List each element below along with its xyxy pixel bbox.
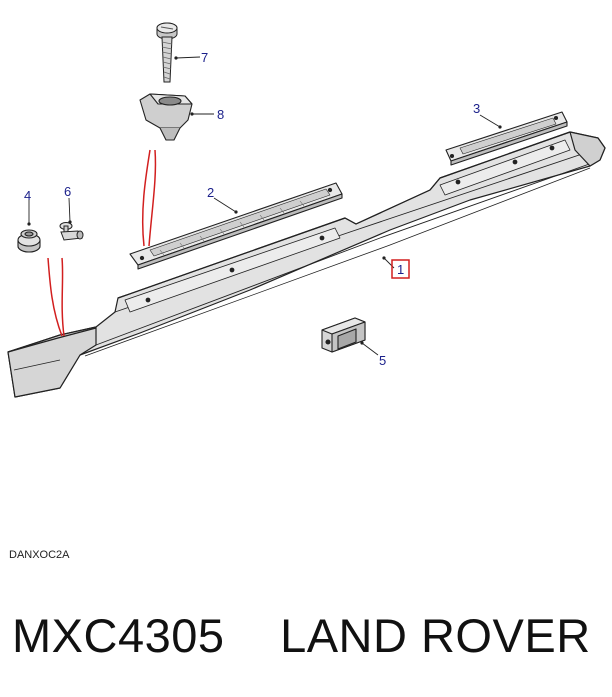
callout-3: 3 (473, 101, 480, 116)
part-8-clip-nut (139, 93, 193, 141)
part-7-screw (156, 22, 178, 83)
part-6-push-clip (59, 222, 84, 241)
highlight-line-8a (141, 149, 151, 247)
part-5-bracket (321, 317, 366, 353)
part-4-grommet (17, 229, 41, 253)
brand-name: LAND ROVER (280, 609, 591, 662)
highlight-line-8b (148, 149, 157, 247)
callout-1: 1 (397, 262, 404, 277)
part-1-sill-panel (7, 131, 606, 398)
exploded-parts-diagram: 1 2 3 4 5 6 7 8 (7, 22, 606, 398)
callout-8: 8 (217, 107, 224, 122)
diagram-code: DANXOC2A (9, 549, 70, 561)
highlight-line-4 (47, 257, 63, 337)
callout-1-highlight-box (391, 259, 410, 279)
callout-6: 6 (64, 184, 71, 199)
callout-2: 2 (207, 185, 214, 200)
part-2-tread-plate (129, 182, 343, 270)
callout-5: 5 (379, 353, 386, 368)
part-title: MXC4305 LAND ROVER (0, 608, 612, 663)
highlight-lines (47, 149, 157, 337)
callout-labels: 1 2 3 4 5 6 7 8 (24, 50, 480, 368)
highlight-line-6 (61, 257, 65, 337)
leader-dots (27, 56, 502, 345)
part-number: MXC4305 (12, 609, 225, 662)
leader-lines (28, 56, 501, 356)
callout-7: 7 (201, 50, 208, 65)
part-3-tread-plate (445, 111, 568, 166)
callout-4: 4 (24, 188, 31, 203)
